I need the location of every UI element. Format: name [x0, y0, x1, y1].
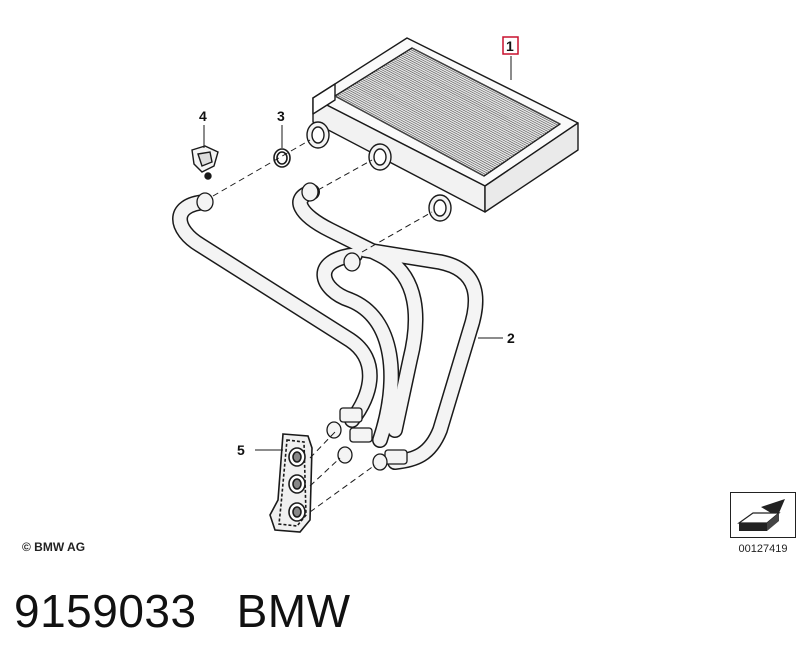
fin-line — [367, 75, 517, 155]
fin-line — [344, 89, 494, 170]
fin-line — [408, 50, 557, 127]
fin-line — [388, 62, 538, 140]
fin-line — [348, 87, 498, 168]
fin-line — [363, 77, 513, 157]
fin-line — [371, 72, 521, 152]
fin-line — [400, 54, 549, 133]
heater-core — [312, 37, 579, 213]
fin-line — [398, 56, 547, 134]
fin-line — [379, 68, 528, 147]
fin-line — [342, 90, 492, 172]
seal-ring — [273, 148, 291, 168]
fin-line — [336, 94, 487, 175]
fin-line — [340, 92, 490, 173]
fin-line — [338, 93, 488, 174]
gasket — [269, 433, 313, 533]
clip — [191, 145, 219, 180]
fin-line — [392, 59, 542, 138]
callout-4: 4 — [199, 108, 207, 124]
reference-arrow-box — [730, 492, 796, 538]
parts-diagram: 1 2 3 4 5 — [172, 36, 579, 533]
fin-line — [334, 95, 485, 177]
reference-arrow-icon — [737, 499, 785, 531]
fin-line — [352, 84, 502, 165]
pipe-assembly — [172, 184, 484, 470]
copyright-notice: © BMW AG — [22, 540, 86, 554]
fin-line — [365, 76, 515, 156]
callout-2: 2 — [507, 330, 515, 346]
brand-name: BMW — [236, 585, 351, 637]
fin-line — [386, 63, 536, 142]
fin-line — [369, 74, 519, 153]
fin-line — [394, 58, 544, 136]
fin-line — [373, 71, 523, 151]
fin-line — [402, 53, 551, 131]
fin-line — [359, 80, 509, 160]
fin-line — [390, 60, 540, 139]
assembly-guide-lines — [212, 139, 433, 513]
fin-line — [381, 66, 530, 146]
fin-line — [396, 57, 545, 135]
pipe-end-fittings — [196, 182, 408, 471]
fin-line — [354, 83, 504, 164]
fin-line — [377, 69, 526, 148]
reference-number: 00127419 — [738, 543, 788, 555]
fin-line — [406, 51, 555, 129]
part-number: 9159033 — [14, 585, 197, 637]
fin-line — [384, 64, 534, 143]
fin-line — [411, 47, 561, 125]
heater-core-fins — [334, 47, 561, 177]
leader-lines — [203, 56, 512, 451]
callout-1: 1 — [506, 38, 514, 54]
fin-line — [375, 70, 525, 149]
callout-3: 3 — [277, 108, 285, 124]
fin-line — [382, 65, 532, 144]
fin-line — [357, 81, 507, 161]
fin-line — [409, 48, 559, 126]
fin-line — [361, 78, 511, 159]
fin-line — [404, 52, 553, 130]
callout-1-highlight-box — [502, 36, 519, 55]
fin-line — [356, 82, 506, 162]
heater-connectors — [306, 121, 452, 222]
fin-line — [346, 88, 496, 169]
callout-5: 5 — [237, 442, 245, 458]
fin-line — [350, 86, 500, 166]
caption: 9159033 BMW — [14, 584, 351, 638]
